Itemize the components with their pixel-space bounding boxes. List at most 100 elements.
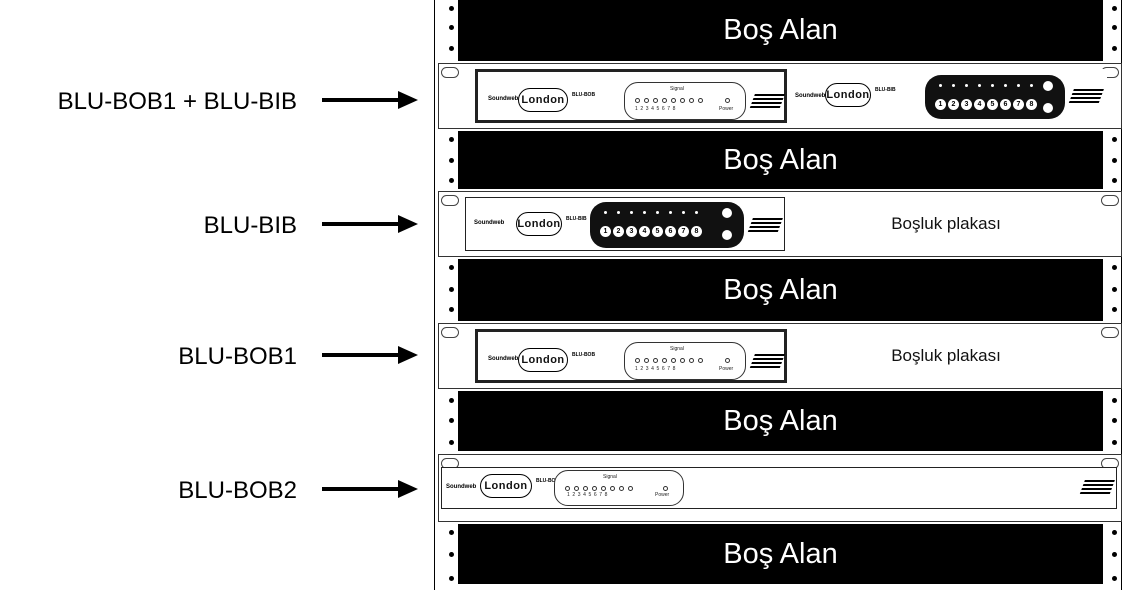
blank-space-2: Boş Alan — [458, 131, 1103, 189]
blu-bob1-panel: Soundweb London BLU-BOB Signal 12345678 … — [475, 329, 787, 383]
soundweb-logo: Soundweb — [488, 356, 519, 362]
led-indicator — [991, 84, 994, 87]
rack-screw-hole — [449, 6, 454, 11]
rack-screw-hole — [1112, 158, 1117, 163]
model-label: BLU-BOB — [536, 478, 560, 484]
blank-space-4: Boş Alan — [458, 391, 1103, 451]
rack-screw-hole — [449, 307, 454, 312]
bss-logo-icon — [749, 94, 785, 110]
blu-bob1-panel: Soundweb London BLU-BOB Signal 12345678 … — [475, 69, 787, 123]
nav-down-button — [1043, 103, 1053, 113]
blu-bob2-panel: Soundweb London BLU-BOB Signal 12345678 … — [441, 467, 1117, 509]
signal-led — [565, 486, 570, 491]
signal-led — [698, 98, 703, 103]
led-indicator — [695, 211, 698, 214]
channel-numbers: 12345678 — [635, 106, 679, 112]
channel-numbers: 12345678 — [567, 492, 611, 498]
led-indicator — [978, 84, 981, 87]
channel-button: 3 — [961, 99, 972, 110]
rack-screw-hole — [1112, 418, 1117, 423]
rack-screw-hole — [449, 576, 454, 581]
rack-screw-hole — [1112, 552, 1117, 557]
channel-button: 2 — [948, 99, 959, 110]
rack-screw-hole — [1112, 137, 1117, 142]
rack-screw-hole — [449, 440, 454, 445]
nav-up-button — [1043, 81, 1053, 91]
signal-label: Signal — [670, 86, 684, 92]
signal-led — [644, 98, 649, 103]
channel-button: 7 — [678, 226, 689, 237]
signal-led — [574, 486, 579, 491]
rack-screw-hole — [449, 398, 454, 403]
london-logo-icon: London — [518, 348, 568, 372]
rack-screw-hole — [449, 25, 454, 30]
signal-led — [671, 98, 676, 103]
rack-screw-hole — [449, 46, 454, 51]
power-label: Power — [719, 106, 734, 112]
london-logo-icon: London — [518, 88, 568, 112]
bss-logo-icon — [749, 354, 785, 370]
led-indicator — [617, 211, 620, 214]
rack-screw-hole — [1112, 25, 1117, 30]
led-indicator — [1030, 84, 1033, 87]
soundweb-logo: Soundweb — [488, 96, 519, 102]
label-blu-bob1-bib: BLU-BOB1 + BLU-BIB — [57, 88, 297, 115]
signal-led — [601, 486, 606, 491]
rack-screw-hole — [1112, 307, 1117, 312]
channel-button: 5 — [987, 99, 998, 110]
signal-led-panel: Signal 12345678 Power — [624, 82, 746, 120]
led-indicator — [682, 211, 685, 214]
led-indicator — [656, 211, 659, 214]
led-indicator — [1017, 84, 1020, 87]
rack-screw-hole — [1112, 6, 1117, 11]
rack-screw-hole — [1112, 46, 1117, 51]
london-logo-icon: London — [480, 474, 532, 498]
filler-plate: Boşluk plakası — [787, 192, 1105, 255]
signal-led — [653, 98, 658, 103]
rack-screw-hole — [1112, 440, 1117, 445]
led-indicator — [604, 211, 607, 214]
channel-button: 8 — [691, 226, 702, 237]
model-label: BLU-BOB — [572, 92, 596, 98]
signal-led — [610, 486, 615, 491]
signal-led — [592, 486, 597, 491]
signal-label: Signal — [603, 474, 617, 480]
signal-led — [680, 98, 685, 103]
ear-hole — [441, 67, 459, 78]
power-led — [663, 486, 668, 491]
soundweb-logo: Soundweb — [474, 220, 505, 226]
rack-screw-hole — [449, 287, 454, 292]
led-indicator — [630, 211, 633, 214]
signal-led — [662, 358, 667, 363]
channel-button: 2 — [613, 226, 624, 237]
soundweb-logo: Soundweb — [446, 484, 477, 490]
blank-space-label: Boş Alan — [723, 143, 838, 176]
channel-button: 1 — [600, 226, 611, 237]
london-logo-icon: London — [516, 212, 562, 236]
channel-button: 6 — [1000, 99, 1011, 110]
bss-logo-icon — [1068, 89, 1104, 105]
rack-unit-bob2: Soundweb London BLU-BOB Signal 12345678 … — [438, 454, 1122, 522]
rack-screw-hole — [449, 265, 454, 270]
rack-screw-hole — [449, 418, 454, 423]
signal-led — [644, 358, 649, 363]
signal-led — [698, 358, 703, 363]
power-label: Power — [719, 366, 734, 372]
label-blu-bib: BLU-BIB — [203, 212, 297, 239]
led-indicator — [952, 84, 955, 87]
signal-label: Signal — [670, 346, 684, 352]
channel-button: 1 — [935, 99, 946, 110]
channel-button: 3 — [626, 226, 637, 237]
signal-led — [671, 358, 676, 363]
rack-rail-left — [434, 0, 435, 590]
signal-led — [680, 358, 685, 363]
ear-hole — [1101, 327, 1119, 338]
rack-unit-bob1: Soundweb London BLU-BOB Signal 12345678 … — [438, 323, 1122, 389]
arrow-right-icon — [322, 215, 418, 233]
ear-hole — [441, 327, 459, 338]
nav-up-button — [722, 208, 732, 218]
led-indicator — [1004, 84, 1007, 87]
arrow-right-icon — [322, 91, 418, 109]
nav-down-button — [722, 230, 732, 240]
bss-logo-icon — [747, 218, 783, 234]
